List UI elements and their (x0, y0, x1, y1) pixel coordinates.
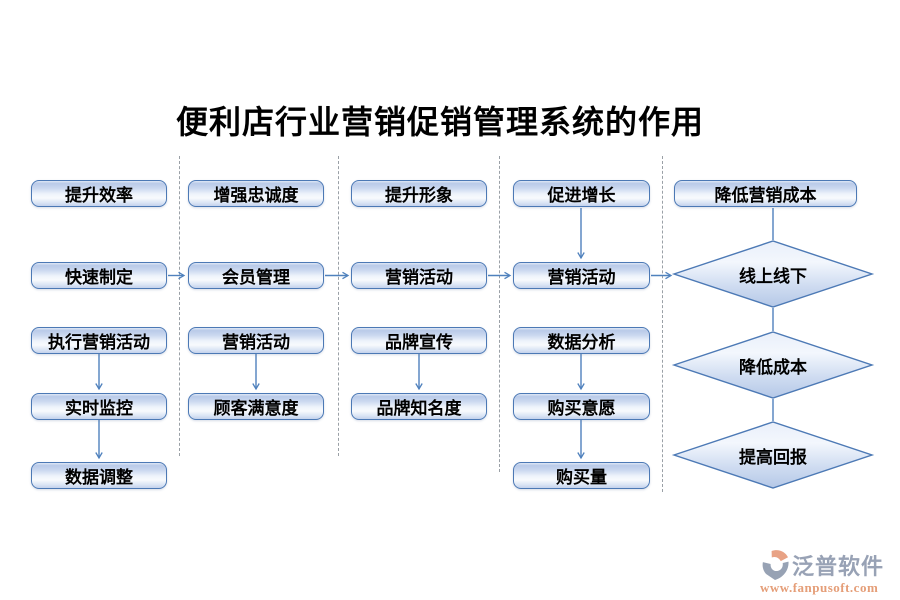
node-purchase-intention: 购买意愿 (513, 393, 650, 420)
diamond-reduce-cost-shape (671, 331, 875, 399)
diamond-online-offline-label: 线上线下 (739, 266, 807, 286)
node-purchase-volume: 购买量 (513, 462, 650, 489)
diamond-reduce-cost-label: 降低成本 (739, 357, 807, 377)
node-data-analysis: 数据分析 (513, 327, 650, 354)
diamond-online-offline-shape (671, 240, 875, 308)
fanpu-logo: 泛普软件 www.fanpusoft.com (760, 549, 892, 596)
diamond-increase-return-shape (671, 421, 875, 489)
node-improve-image: 提升形象 (351, 180, 487, 207)
diagram-title: 便利店行业营销促销管理系统的作用 (175, 104, 704, 140)
column-separator-2 (338, 156, 339, 456)
node-reduce-marketing-cost: 降低营销成本 (674, 180, 857, 207)
node-customer-satisfaction: 顾客满意度 (188, 393, 324, 420)
node-execute-marketing-activity: 执行营销活动 (31, 327, 167, 354)
node-brand-promotion: 品牌宣传 (351, 327, 487, 354)
brand-url: www.fanpusoft.com (760, 580, 879, 595)
node-brand-awareness: 品牌知名度 (351, 393, 487, 420)
fanpu-logo-icon (762, 550, 789, 580)
node-realtime-monitoring: 实时监控 (31, 393, 167, 420)
vertical-arrows (95, 208, 585, 460)
node-promote-growth: 促进增长 (513, 180, 650, 207)
brand-name: 泛普软件 (792, 554, 885, 579)
node-marketing-activity-col3: 营销活动 (351, 262, 487, 289)
column-separator-4 (662, 156, 663, 492)
column-separator-1 (179, 156, 180, 456)
node-marketing-activity-col2: 营销活动 (188, 327, 324, 354)
node-enhance-loyalty: 增强忠诚度 (188, 180, 324, 207)
node-quick-planning: 快速制定 (31, 262, 167, 289)
column-separator-3 (499, 156, 500, 472)
node-marketing-activity-col4: 营销活动 (513, 262, 650, 289)
diamond-increase-return-label: 提高回报 (739, 447, 807, 467)
decision-diamonds (671, 240, 875, 489)
node-data-adjustment: 数据调整 (31, 462, 167, 489)
node-member-management: 会员管理 (188, 262, 324, 289)
node-improve-efficiency: 提升效率 (31, 180, 167, 207)
